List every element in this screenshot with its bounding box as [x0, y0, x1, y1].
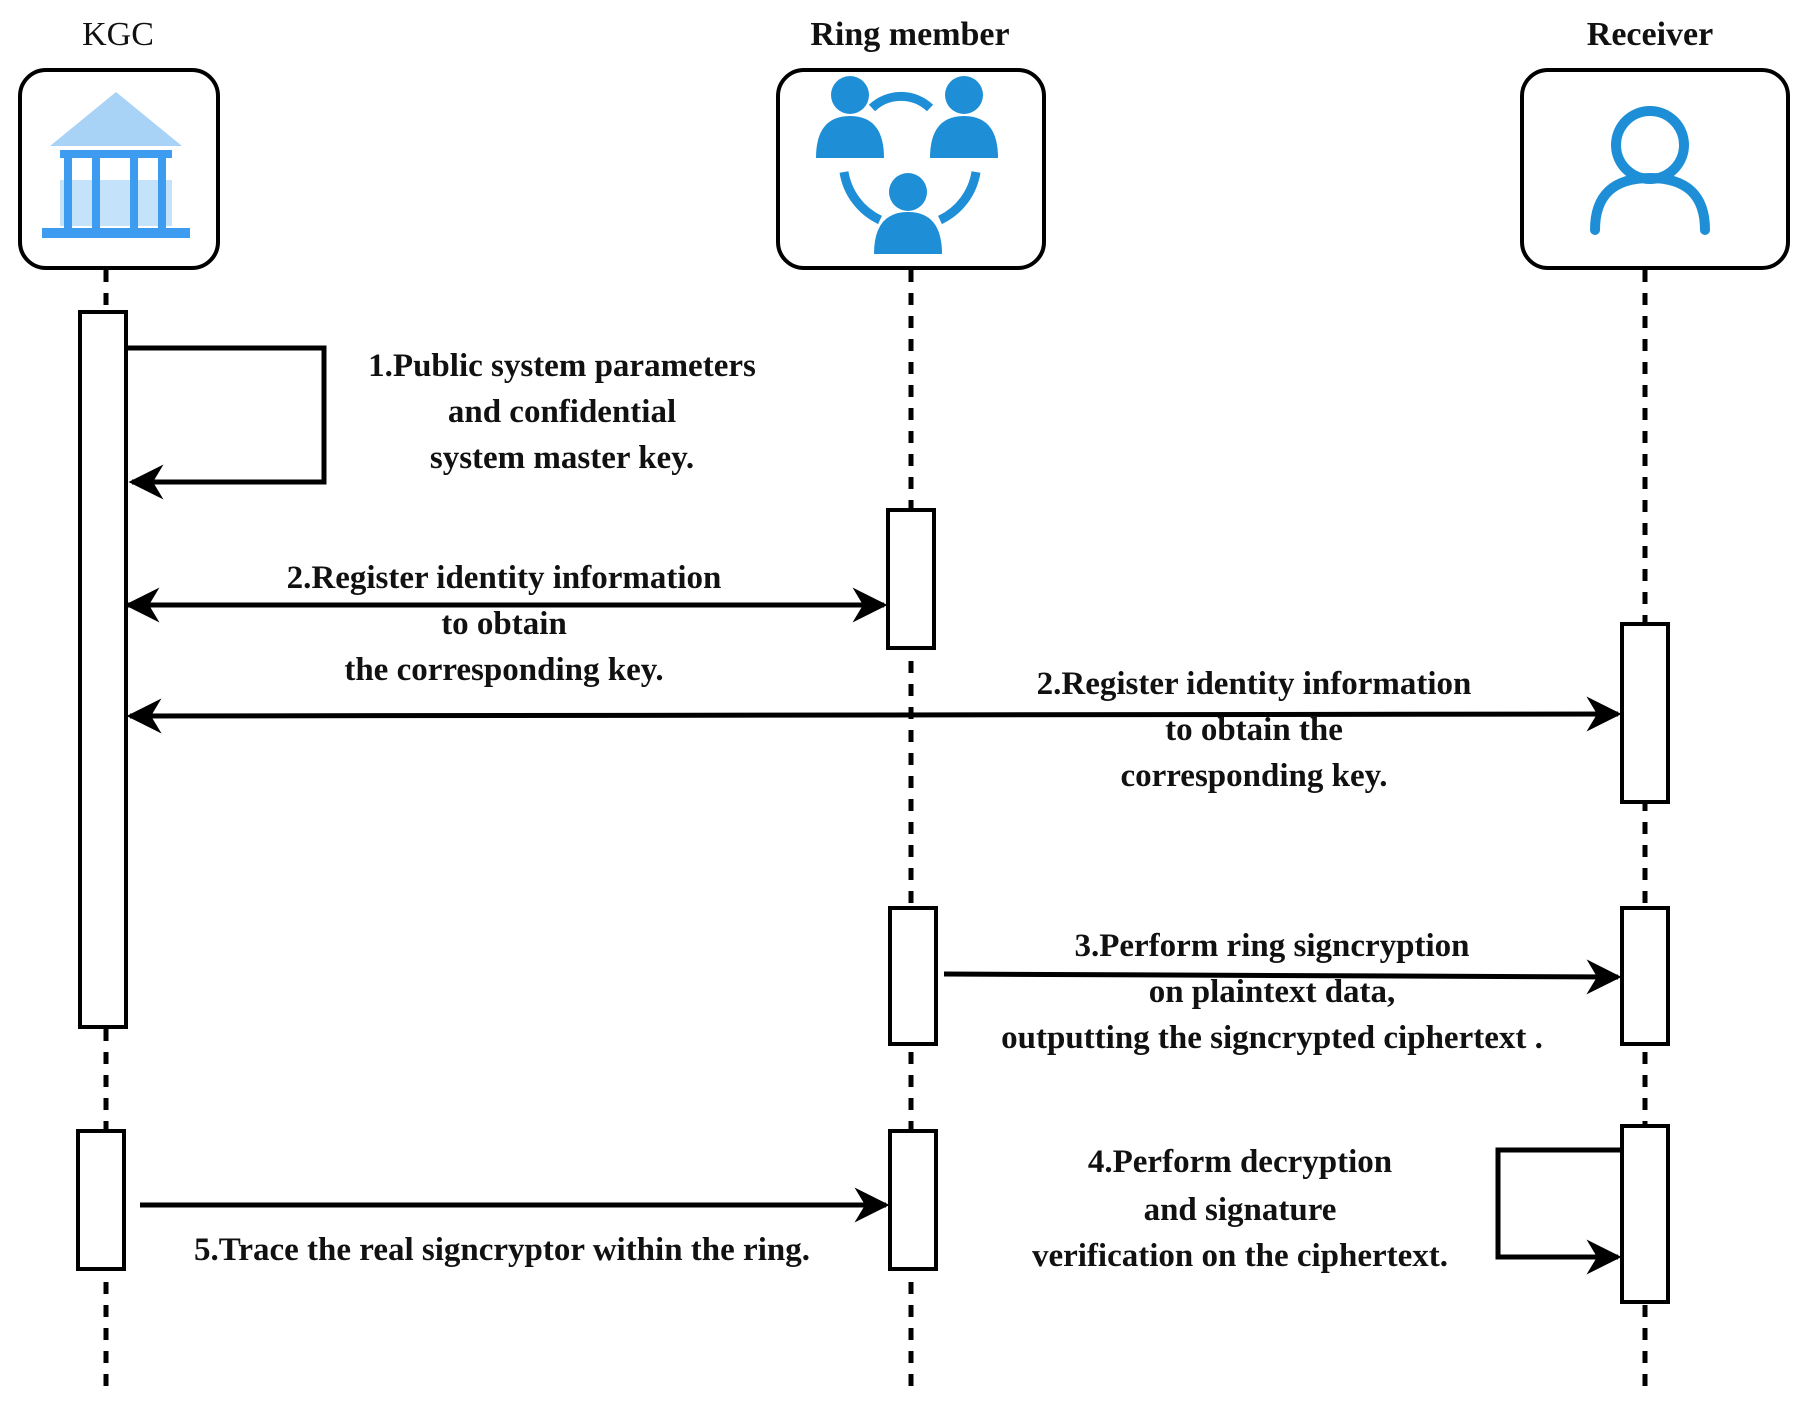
message-label-2b: 2.Register identity information to obtai… — [1037, 666, 1472, 794]
message-3-line-2: on plaintext data, — [1149, 974, 1396, 1010]
message-2a-line-3: the corresponding key. — [344, 652, 663, 688]
group-users-icon — [816, 76, 998, 254]
message-1-line-2: and confidential — [448, 394, 676, 430]
activation-receiver-2 — [1620, 906, 1670, 1046]
user-icon — [1590, 106, 1710, 235]
actor-label-kgc: KGC — [82, 16, 154, 53]
activation-ring-1 — [886, 508, 936, 650]
activation-kgc-2 — [76, 1129, 126, 1271]
activation-receiver-1 — [1620, 622, 1670, 804]
activation-ring-2 — [888, 906, 938, 1046]
message-2a-line-1: 2.Register identity information — [287, 560, 722, 596]
message-1-line-3: system master key. — [430, 440, 694, 476]
message-2b-line-2: to obtain the — [1165, 712, 1343, 748]
actor-box-receiver — [1520, 68, 1790, 270]
message-label-5: 5.Trace the real signcryptor within the … — [194, 1232, 810, 1268]
arrow-msg-2b — [126, 696, 1622, 734]
activation-kgc-1 — [78, 310, 128, 1029]
activation-receiver-3 — [1620, 1124, 1670, 1304]
message-2b-line-1: 2.Register identity information — [1037, 666, 1472, 702]
arrow-msg-3 — [943, 959, 1622, 995]
arrow-msg-4 — [1495, 1147, 1622, 1275]
message-1-line-1: 1.Public system parameters — [368, 348, 756, 384]
message-4-line-2: and signature — [1144, 1192, 1337, 1228]
message-label-4: 4.Perform decryption and signature verif… — [1032, 1144, 1448, 1274]
government-building-icon — [42, 92, 190, 238]
message-3-line-1: 3.Perform ring signcryption — [1074, 928, 1469, 964]
message-2a-line-2: to obtain — [441, 606, 567, 642]
actor-label-ring-member: Ring member — [810, 16, 1009, 53]
message-label-2a: 2.Register identity information to obtai… — [287, 560, 722, 688]
arrow-msg-1 — [128, 345, 327, 500]
message-4-line-1: 4.Perform decryption — [1088, 1144, 1392, 1180]
actor-label-receiver: Receiver — [1587, 16, 1713, 53]
message-label-3: 3.Perform ring signcryption on plaintext… — [1001, 928, 1543, 1056]
message-label-1: 1.Public system parameters and confident… — [368, 348, 756, 476]
message-2b-line-3: corresponding key. — [1120, 758, 1387, 794]
message-4-line-3: verification on the ciphertext. — [1032, 1238, 1448, 1274]
message-3-line-3: outputting the signcrypted ciphertext . — [1001, 1020, 1543, 1056]
activation-ring-3 — [888, 1129, 938, 1271]
